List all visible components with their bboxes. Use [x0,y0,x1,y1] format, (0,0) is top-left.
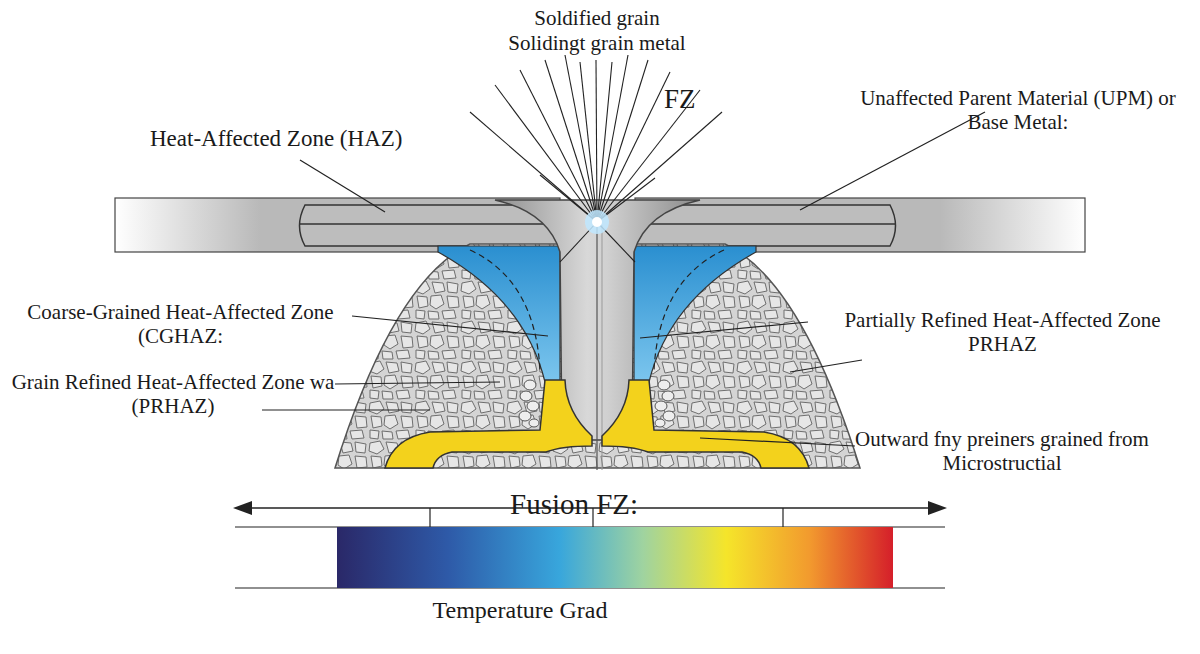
scale-tick [429,508,430,527]
zone-label: Coarse-Grained Heat-Affected Zone (CGHAZ… [8,300,353,348]
haz-boundary-dashed [654,250,724,370]
arc-glow [585,210,609,234]
arc-core [592,217,602,227]
spark-ray [580,62,597,222]
leader-line [335,382,500,384]
zone-label: Fusion FZ: [510,488,710,521]
zone-label: Grain Refined Heat-Affected Zone wa (PRH… [8,370,338,418]
leader-line [700,438,855,446]
grain-cluster [519,380,675,427]
zone-label: Unaffected Parent Material (UPM) or Base… [858,86,1178,134]
left-plate-inner [300,205,561,246]
haz-boundary-dashed [470,250,540,370]
fusion-zone-left [385,380,592,468]
spark-ray [565,55,597,222]
leader-line [262,409,430,410]
haz-right [634,246,756,382]
weld-centerline [596,222,597,470]
grain [655,419,665,427]
leader-line [352,316,548,336]
leader-lines [262,112,985,446]
spark-ray [520,70,597,222]
haz-left [438,246,560,382]
scale-tick [782,508,783,527]
plate-layer-line [635,223,895,225]
grain [519,411,531,421]
fusion-zone-right [602,380,809,468]
grain [527,401,539,411]
scale-title: Temperature Grad [360,597,680,625]
grain [655,401,667,411]
spark-caption: Solidingt grain metal [447,31,747,55]
zone-label: Heat-Affected Zone (HAZ) [150,126,470,152]
grain [520,391,532,401]
zone-label: Partially Refined Heat-Affected Zone PRH… [810,308,1195,356]
weld-centerline [602,225,603,470]
plate-layer-line [300,223,560,225]
leader-line [800,112,985,210]
spark-ray [495,85,597,222]
grain [662,391,674,401]
grain [658,380,670,390]
grain [529,419,539,427]
spark-ray [597,112,722,222]
scale-arrowhead [928,501,947,515]
temperature-gradient-bar [337,527,893,588]
leader-line [300,160,385,212]
spark-ray [597,72,670,222]
leader-line [790,360,862,372]
zone-label: FZ [664,84,724,115]
right-plate-inner [635,205,896,246]
grain [663,411,675,421]
spark-caption: Soldified grain [447,6,747,30]
scale-arrowhead [233,501,252,515]
spark-ray [597,60,648,222]
leader-line [640,322,808,338]
spark-ray [596,60,597,222]
spark-ray [470,112,597,222]
zone-label: Outward fny preiners grained from Micros… [852,427,1152,475]
grain [524,380,536,390]
